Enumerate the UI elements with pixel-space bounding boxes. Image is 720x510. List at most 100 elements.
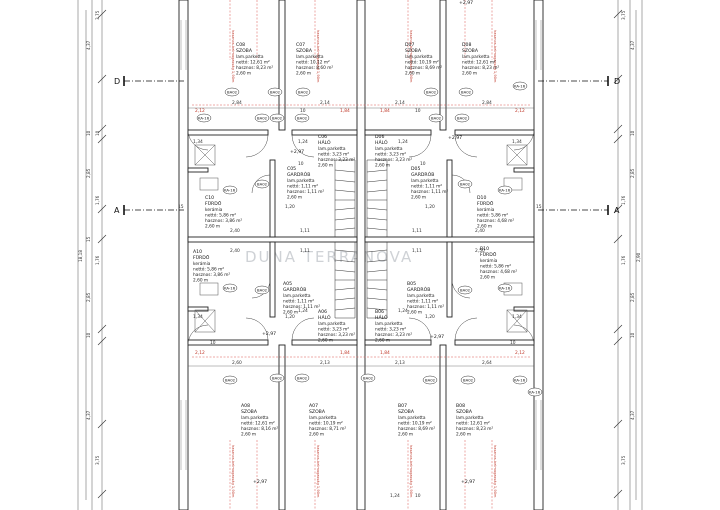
room-name: SZOBA [398,409,415,415]
svg-text:10: 10 [510,340,516,346]
room-detail-line: nettó: 3,23 m² [318,151,349,158]
room-detail-line: 2,60 m [318,338,333,344]
svg-text:BA02: BA02 [257,182,268,187]
room-detail-line: lam.parketta [398,415,426,421]
level-markers: +2,97 +2,97 +2,97 +2,97 +2,97 +2,97 +2,9… [253,0,475,485]
room-detail-line: kerámia [193,260,211,267]
room-name: GARDRÓB [411,171,434,178]
svg-text:4,37: 4,37 [86,410,91,420]
svg-text:1,24: 1,24 [298,308,308,314]
svg-text:2,40: 2,40 [230,248,240,254]
room-detail-line: lam.parketta [287,178,315,184]
room-detail-line: nettó: 12,61 m² [236,59,270,66]
svg-text:BA02: BA02 [460,182,471,187]
room-code: D08 [462,42,471,48]
svg-text:BA02: BA02 [297,376,308,381]
room-detail-line: lam.parketta [318,321,346,327]
svg-text:2,40: 2,40 [230,228,240,234]
svg-text:KA-16: KA-16 [224,286,236,291]
svg-text:BA02: BA02 [298,90,309,95]
section-d-left: D [114,77,120,86]
room-detail-line: nettó: 10,19 m² [398,420,432,427]
room-detail-line: hasznos: 8,69 m² [405,65,442,71]
svg-text:BA02: BA02 [426,90,437,95]
fixture-tag-texts: BA02 BA02 BA02 BA02 BA02 KA-16 BA02 BA02… [198,84,541,395]
room-detail-line: nettó: 12,61 m² [462,59,496,66]
svg-text:1,11: 1,11 [412,248,422,254]
room-detail-line: lam.parketta [236,54,264,60]
svg-text:BA02: BA02 [297,116,308,121]
svg-text:1,11: 1,11 [300,228,310,234]
room-detail-line: 2,60 m [480,275,495,281]
room-detail-line: nettó: 3,23 m² [375,151,406,158]
room-detail-line: 2,60 m [405,71,420,77]
room-detail-line: nettó: 3,23 m² [375,326,406,333]
room-code: B05 [407,281,416,287]
svg-text:1,76: 1,76 [621,255,626,265]
room-detail-line: kerámia [205,206,223,213]
dimension-row-lower: 2,12 2,60 1,84 2,13 1,84 2,13 2,64 2,12 … [188,350,534,499]
room-detail-line: 2,60 m [462,71,477,77]
room-code: D10 [477,195,486,201]
usable-height-lines [192,0,530,510]
svg-text:KA-16: KA-16 [529,390,541,395]
room-detail-line: 2,60 m [375,338,390,344]
svg-text:3,75: 3,75 [95,455,100,465]
svg-text:1,84: 1,84 [340,108,350,114]
room-code: B06 [375,309,384,315]
stairs-lower [334,241,388,319]
svg-text:3,75: 3,75 [95,10,100,20]
svg-text:1,34: 1,34 [512,314,522,320]
room-detail-line: lam.parketta [296,54,324,60]
room-name: GARDRÓB [407,286,430,293]
room-detail-line: lam.parketta [405,54,433,60]
svg-text:BA02: BA02 [257,288,268,293]
room-detail-line: 2,60 m [241,432,256,438]
left-dimension-texts: 4,37 3,75 10 10 2,85 1,76 18,18 15 1,76 … [78,10,100,465]
room-name: FÜRDŐ [480,251,497,258]
room-detail-line: 2,60 m [375,163,390,169]
room-detail-line: lam.parketta [411,178,439,184]
room-detail-line: 2,60 m [407,310,422,316]
svg-text:BA02: BA02 [461,90,472,95]
room-detail-line: 2,60 m [236,71,251,77]
room-detail-line: 2,60 m [318,163,333,169]
room-detail-line: 2,60 m [205,224,220,230]
svg-text:1,20: 1,20 [285,314,295,320]
room-detail-line: hasznos: 3,86 m² [205,218,242,224]
svg-text:10: 10 [86,332,91,338]
svg-text:2,12: 2,12 [515,350,525,356]
room-detail-line: hasznos: 3,23 m² [318,157,355,163]
room-detail-line: nettó: 10,12 m² [296,59,330,66]
room-detail-line: nettó: 1,11 m² [411,183,442,190]
section-a-left: A [114,206,120,215]
svg-text:10: 10 [630,332,635,338]
svg-text:15: 15 [86,236,91,242]
svg-text:1,34: 1,34 [512,139,522,145]
svg-text:+2,97: +2,97 [253,479,267,485]
room-detail-line: 2,60 m [456,432,471,438]
svg-text:+2,97: +2,97 [459,0,473,6]
svg-text:KA-16: KA-16 [224,188,236,193]
room-name: FÜRDŐ [477,200,494,207]
room-detail-line: lam.parketta [241,415,269,421]
svg-text:2,14: 2,14 [320,100,330,106]
svg-text:hasznos-belmagasság 1,90m: hasznos-belmagasság 1,90m [231,445,235,498]
room-detail-line: nettó: 3,23 m² [318,326,349,333]
room-code: D06 [375,134,384,140]
room-detail-line: 2,60 m [411,195,426,201]
room-name: SZOBA [296,48,313,54]
room-detail-line: hasznos: 8,69 m² [398,426,435,432]
svg-text:10: 10 [415,493,421,499]
